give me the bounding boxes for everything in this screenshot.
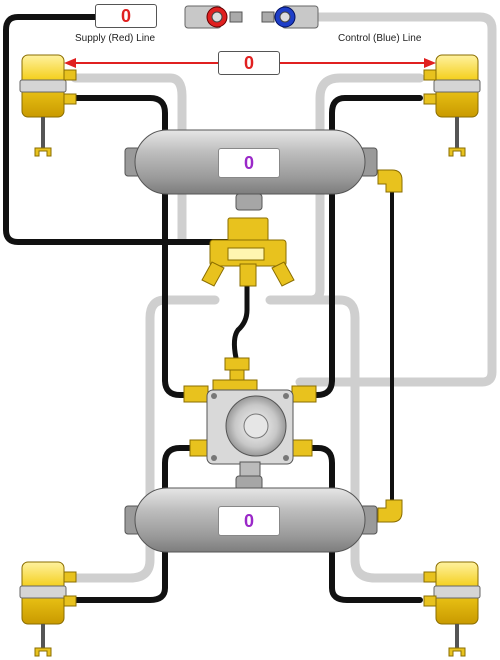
relay-valve-icon[interactable]: [206, 389, 294, 477]
supply-line-label: Supply (Red) Line: [75, 33, 156, 44]
brake-chamber-icon[interactable]: [423, 561, 481, 657]
control-hose-center-right: [290, 295, 435, 583]
supply-hose-valve-link: [231, 282, 250, 361]
upper-tank-pressure-readout: 0: [218, 148, 280, 178]
gladhand-coupler-icon[interactable]: [184, 5, 243, 29]
control-hoses: [65, 12, 497, 583]
supply-hose-upper-right: [287, 95, 423, 398]
lower-tank-pressure-readout: 0: [218, 506, 280, 536]
control-line-label: Control (Blue) Line: [338, 33, 422, 44]
brake-chamber-icon[interactable]: [423, 54, 481, 157]
elbow-fitting-lower: [377, 499, 403, 523]
supply-hose-upper-left: [72, 95, 213, 398]
control-hose-main: [295, 12, 497, 387]
brake-chamber-icon[interactable]: [19, 561, 77, 657]
elbow-fitting-upper: [377, 169, 403, 193]
control-pressure-readout: 0: [218, 51, 280, 75]
gladhand-coupler-icon[interactable]: [261, 5, 319, 29]
supply-hoses: [3, 14, 423, 603]
fittings: [183, 169, 403, 523]
control-hose-center-left: [65, 295, 220, 583]
brake-chamber-icon[interactable]: [19, 54, 77, 157]
supply-hose-main: [3, 14, 238, 245]
supply-pressure-readout: 0: [95, 4, 157, 28]
control-hose-upper-left: [70, 73, 187, 245]
